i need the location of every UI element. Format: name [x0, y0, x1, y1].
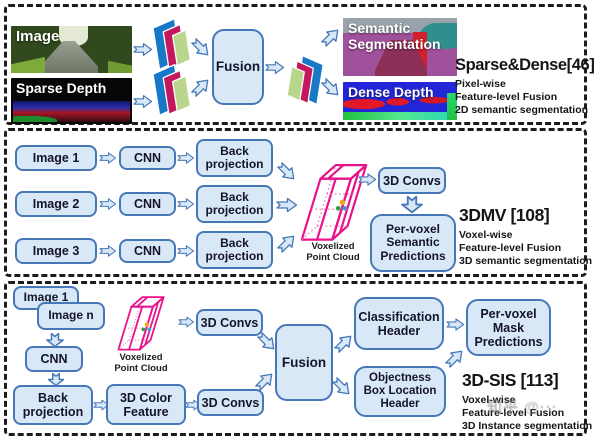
cnn-box: CNN	[25, 346, 83, 372]
fusion-box: Fusion	[275, 324, 333, 401]
arrow-right-icon	[358, 172, 377, 187]
arrow-right-icon	[133, 42, 153, 57]
classification-header-box: Classification Header	[354, 297, 444, 350]
fusion-box: Fusion	[212, 29, 264, 105]
method-title: 3DMV [108]	[459, 205, 550, 225]
voxelized-point-cloud-icon	[296, 155, 372, 243]
3d-convs-top-box: 3D Convs	[196, 309, 263, 336]
per-voxel-semantic-predictions-box: Per-voxel Semantic Predictions	[370, 214, 456, 272]
dense-depth-label: Dense Depth	[348, 84, 434, 100]
photo-grass-left	[11, 57, 45, 73]
dense-depth-edge	[446, 93, 457, 120]
semantic-segmentation-label: Semantic Segmentation	[348, 20, 441, 53]
image-1-box: Image 1	[15, 145, 97, 171]
arrow-down-right-icon	[329, 374, 354, 399]
arrow-right-icon	[99, 244, 117, 258]
dense-depth-image: Dense Depth	[343, 82, 457, 120]
3d-convs-box: 3D Convs	[378, 167, 446, 194]
method-title: Sparse&Dense[46]	[455, 56, 595, 74]
image-n-box: Image n	[37, 302, 105, 330]
arrow-down-right-icon	[274, 159, 299, 184]
back-projection-box: Back projection	[196, 185, 273, 223]
method-note: 3D semantic segmentation	[459, 255, 593, 267]
road-photo-image: Image	[11, 26, 132, 73]
arrow-up-right-icon	[274, 230, 299, 255]
dense-depth-ground	[343, 112, 457, 120]
watermark: 知乎 @···	[487, 399, 558, 416]
method-note: 2D semantic segmentation	[455, 104, 589, 116]
feature-stack-icon	[151, 61, 198, 119]
method-note: Feature-level Fusion	[459, 242, 562, 254]
cnn-box: CNN	[119, 239, 176, 263]
back-projection-box: Back projection	[13, 385, 93, 425]
sparse-depth-image: Sparse Depth	[11, 78, 132, 124]
per-voxel-mask-predictions-box: Per-voxel Mask Predictions	[466, 299, 551, 356]
method-title: 3D-SIS [113]	[462, 370, 559, 390]
arrow-down-icon	[45, 372, 67, 387]
voxel-caption: Voxelized Point Cloud	[114, 352, 168, 374]
arrow-up-right-icon	[188, 74, 213, 99]
arrow-right-icon	[276, 197, 298, 213]
method-note: Voxel-wise	[462, 394, 516, 406]
arrow-up-right-icon	[331, 330, 356, 355]
sparse-depth-green	[13, 114, 62, 123]
feature-stack-icon	[151, 15, 198, 73]
method-note: Feature-level Fusion	[462, 407, 565, 419]
panel-3dmv: Image 1 CNN Back projection Image 2 CNN …	[4, 128, 592, 277]
back-projection-box: Back projection	[196, 139, 273, 177]
photo-sky	[59, 26, 89, 46]
arrow-down-right-icon	[254, 329, 279, 354]
fused-feature-stack-icon	[280, 45, 325, 115]
method-title-block: 3DMV [108] Voxel-wise Feature-level Fusi…	[459, 205, 592, 268]
image-3-box: Image 3	[15, 238, 97, 264]
photo-road	[40, 41, 99, 73]
arrow-right-icon	[177, 244, 195, 258]
3d-convs-bottom-box: 3D Convs	[197, 389, 264, 416]
arrow-right-icon	[99, 151, 117, 165]
photo-grass-right	[107, 60, 132, 73]
arrow-down-icon	[400, 195, 424, 214]
back-projection-box: Back projection	[196, 231, 273, 269]
method-note: Feature-level Fusion	[455, 91, 558, 103]
image-label: Image	[16, 28, 60, 45]
arrow-right-icon	[93, 398, 110, 412]
arrow-right-icon	[265, 60, 285, 75]
arrow-right-icon	[185, 398, 202, 412]
arrow-up-right-icon	[318, 24, 343, 49]
image-2-box: Image 2	[15, 191, 97, 217]
arrow-right-icon	[99, 197, 117, 211]
method-note: Voxel-wise	[459, 229, 513, 241]
method-title-block: 3D-SIS [113] Voxel-wise Feature-level Fu…	[462, 370, 592, 433]
arrow-right-icon	[133, 94, 153, 109]
arrow-right-icon	[177, 151, 195, 165]
arrow-down-right-icon	[318, 75, 343, 100]
sparse-depth-label: Sparse Depth	[16, 80, 107, 96]
method-note: 3D Instance segmentation	[462, 420, 593, 432]
arrow-down-right-icon	[188, 35, 213, 60]
objectness-box-location-header-box: Objectness Box Location Header	[354, 366, 446, 417]
voxel-caption: Voxelized Point Cloud	[306, 241, 360, 263]
arrow-right-icon	[446, 317, 465, 332]
arrow-down-icon	[44, 332, 66, 348]
arrow-up-right-icon	[252, 368, 277, 393]
arrow-up-right-icon	[442, 345, 467, 370]
method-note: Pixel-wise	[455, 78, 506, 90]
method-title-block: Sparse&Dense[46] Pixel-wise Feature-leve…	[455, 56, 595, 117]
arrow-right-icon	[178, 315, 195, 329]
cnn-box: CNN	[119, 192, 176, 216]
voxelized-point-cloud-icon	[114, 290, 168, 352]
3d-color-feature-box: 3D Color Feature	[106, 384, 186, 425]
arrow-right-icon	[177, 197, 195, 211]
panel-3d-sis: Image 1 Image n CNN Back projection 3D C…	[4, 281, 592, 436]
semantic-segmentation-image: Semantic Segmentation	[343, 18, 457, 76]
panel-sparse-dense: Image Sparse Depth Fusion S	[4, 4, 595, 125]
cnn-box: CNN	[119, 146, 176, 170]
